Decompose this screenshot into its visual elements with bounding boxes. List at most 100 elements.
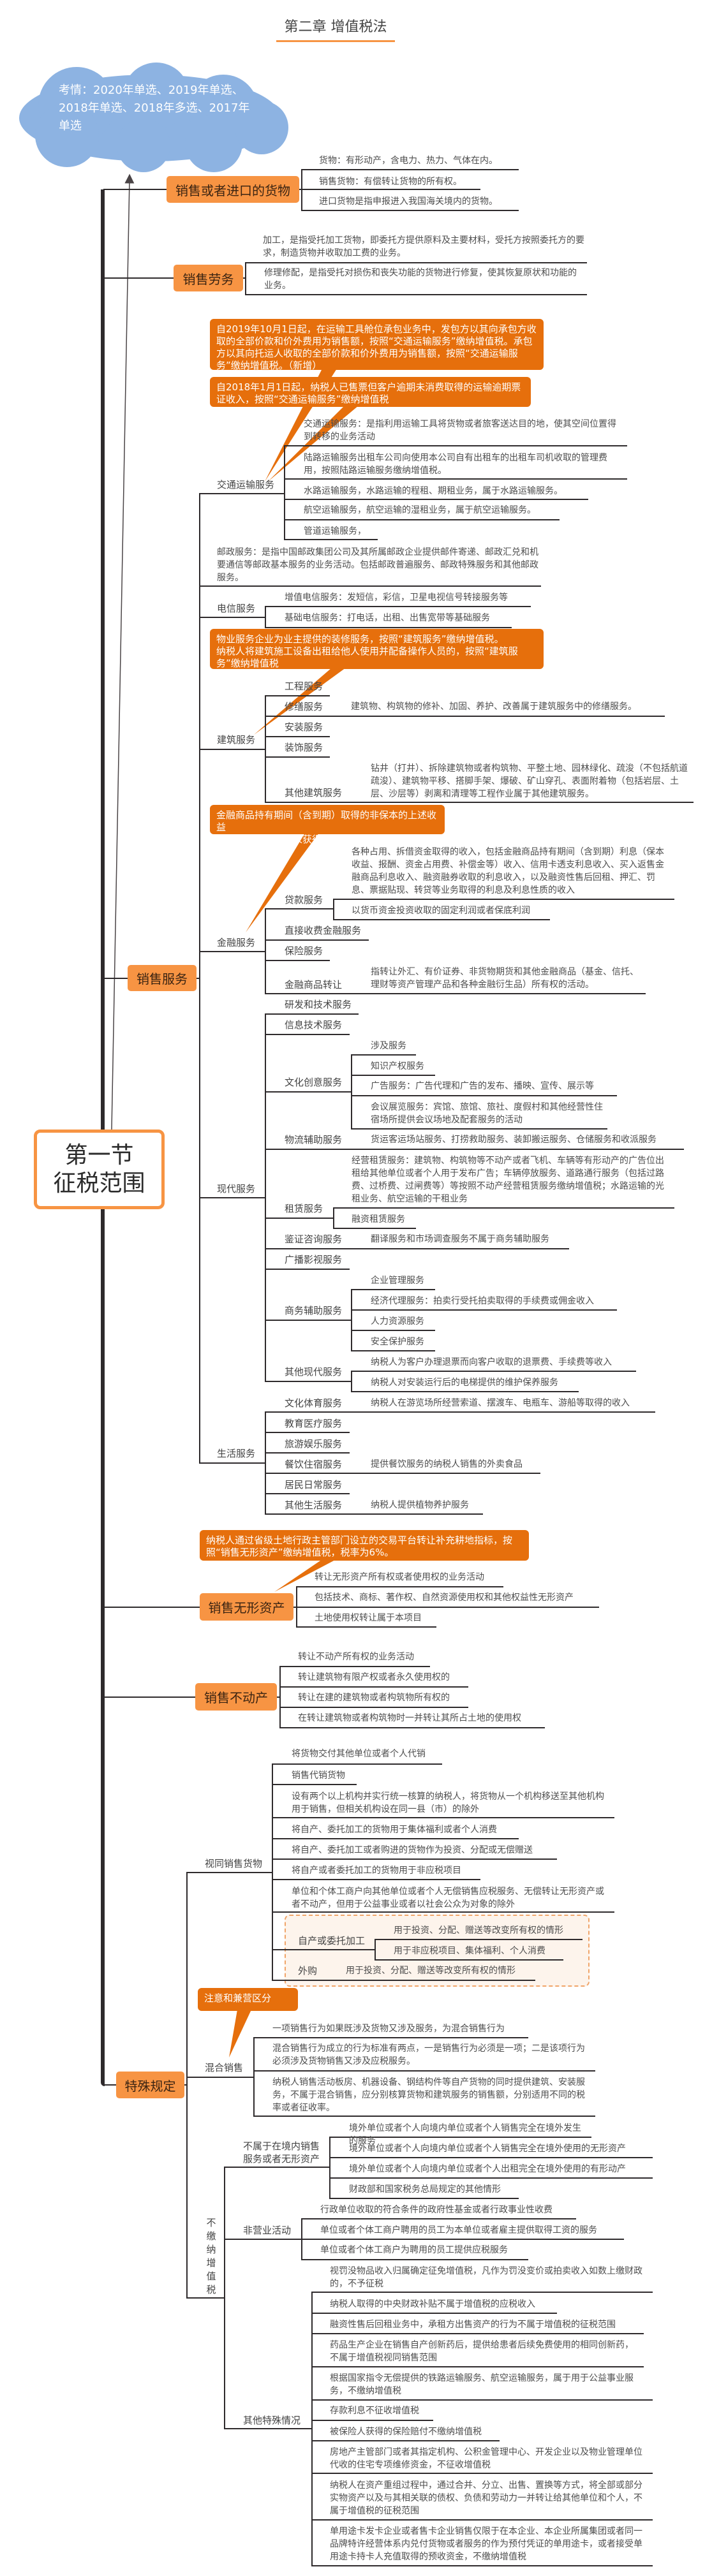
list-item[interactable]: 广告服务：广告代理和广告的发布、播映、宣传、展示等 [371,1081,594,1091]
list-item[interactable]: 销售货物：有偿转让货物的所有权。 [319,177,462,187]
list-item[interactable]: 经营租赁服务：建筑物、构筑物等不动产或者飞机、车辆等有形动产的广告位出租给其他单… [352,1156,664,1204]
node-sales-of-intangibles[interactable]: 销售无形资产 [200,1593,293,1621]
list-item[interactable]: 销售代销货物 [292,1770,345,1781]
category-transport[interactable]: 交通运输服务 [217,479,275,490]
list-item[interactable]: 单位或者个体工商户聘用的员工为本单位或者雇主提供取得工资的服务 [320,2225,597,2235]
list-item[interactable]: 修理修配，是指受托对损伤和丧失功能的货物进行修复，使其恢复原状和功能的业务。 [264,268,577,291]
list-item[interactable]: 纳税人在资产重组过程中，通过合并、分立、出售、置换等方式，将全部或部分实物资产以… [330,2480,642,2516]
list-item[interactable]: 境外单位或者个人向境内单位或者个人销售完全在境外使用的无形资产 [349,2144,626,2154]
list-item[interactable]: 纳税人取得的中央财政补贴不属于增值税的应税收入 [330,2299,535,2309]
list-item[interactable]: 单用途卡发卡企业或者售卡企业销售仅限于在本企业、本企业所属集团或者同一品牌特许经… [330,2526,642,2562]
item-description[interactable]: 指转让外汇、有价证券、非货物期货和其他金融商品（基金、信托、理财等资产管理产品和… [371,967,639,990]
list-item[interactable]: 以货币资金投资收取的固定利润或者保底利润 [352,906,530,916]
category-telecom[interactable]: 电信服务 [217,603,256,614]
list-item[interactable]: 信息技术服务 [285,1019,343,1031]
category-deemed-sales[interactable]: 视同销售货物 [205,1858,263,1869]
node-sales-of-goods[interactable]: 销售或者进口的货物 [167,176,299,203]
list-item[interactable]: 管道运输服务， [304,526,366,536]
list-item[interactable]: 航空运输服务，航空运输的湿租业务，属于航空运输服务。 [304,505,536,515]
list-item[interactable]: 租赁服务 [285,1203,323,1214]
list-item[interactable]: 物流辅助服务 [285,1134,343,1145]
category-modern[interactable]: 现代服务 [217,1183,256,1195]
list-item[interactable]: 视罚没物品收入归属确定征免增值税，凡作为罚没变价或拍卖收入如数上缴财政的，不予征… [330,2266,642,2289]
list-item[interactable]: 知识产权服务 [371,1061,424,1071]
list-item[interactable]: 将货物交付其他单位或者个人代销 [292,1749,426,1759]
list-item[interactable]: 水路运输服务，水路运输的程租、期租业务，属于水路运输服务。 [304,486,563,496]
list-item[interactable]: 外购 [298,1965,318,1976]
list-item[interactable]: 旅游娱乐服务 [285,1438,343,1450]
list-item[interactable]: 融资租赁服务 [352,1214,405,1225]
list-item[interactable]: 直接收费金融服务 [285,925,362,936]
list-item[interactable]: 基础电信服务：打电话，出租、出售宽带等基础服务 [285,613,490,623]
list-item[interactable]: 餐饮住宿服务 [285,1459,343,1470]
list-item[interactable]: 研发和技术服务 [285,999,352,1010]
item-description[interactable]: 纳税人提供植物养护服务 [371,1500,469,1510]
item-description[interactable]: 纳税人在游览场所经营索道、摆渡车、电瓶车、游船等取得的收入 [371,1398,630,1408]
category-other-special[interactable]: 其他特殊情况 [243,2415,301,2426]
category-non-business[interactable]: 非营业活动 [243,2225,292,2236]
list-item[interactable]: 融资性售后回租业务中，承租方出售资产的行为不属于增值税的征税范围 [330,2320,616,2330]
list-item[interactable]: 根据国家指令无偿提供的铁路运输服务、航空运输服务，属于用于公益事业服务，不缴纳增… [330,2373,634,2396]
list-item[interactable]: 房地产主管部门或者其指定机构、公积金管理中心、开发企业以及物业管理单位代收的住宅… [330,2447,642,2470]
list-item[interactable]: 加工，是指受托加工货物，即委托方提供原料及主要材料，受托方按照委托方的要求，制造… [263,235,584,258]
list-item[interactable]: 文化体育服务 [285,1397,343,1409]
list-item[interactable]: 用于非应税项目、集体福利、个人消费 [394,1946,545,1956]
list-item[interactable]: 涉及服务 [371,1041,406,1051]
list-item[interactable]: 广播影视服务 [285,1254,343,1265]
list-item[interactable]: 转让不动产所有权的业务活动 [298,1652,414,1662]
list-item[interactable]: 土地使用权转让属于本项目 [315,1613,422,1623]
list-item[interactable]: 转让无形资产所有权或者使用权的业务活动 [315,1572,484,1582]
list-item[interactable]: 保险服务 [285,945,323,957]
list-item[interactable]: 鉴证咨询服务 [285,1233,343,1245]
item-description[interactable]: 建筑物、构筑物的修补、加固、养护、改善属于建筑服务中的修缮服务。 [351,702,637,712]
item-description[interactable]: 翻译服务和市场调查服务不属于商务辅助服务 [371,1234,549,1244]
list-item[interactable]: 其他生活服务 [285,1499,343,1511]
list-item[interactable]: 各种占用、拆借资金取得的收入，包括金融商品持有期间（含到期）利息（保本收益、报酬… [352,847,664,895]
list-item[interactable]: 其他建筑服务 [285,787,343,799]
list-item[interactable]: 单位和个体工商户向其他单位或者个人无偿销售应税服务、无偿转让无形资产或者不动产，… [292,1887,604,1910]
list-item[interactable]: 一项销售行为如果既涉及货物又涉及服务，为混合销售行为 [272,2024,505,2034]
list-item[interactable]: 贷款服务 [285,894,323,906]
list-item[interactable]: 纳税人销售活动板房、机器设备、钢结构件等自产货物的同时提供建筑、安装服务，不属于… [272,2077,585,2113]
item-description[interactable]: 钻井（打井）、拆除建筑物或者构筑物、平整土地、园林绿化、疏浚（不包括航道疏浚）、… [371,763,688,799]
category-mixed-sales[interactable]: 混合销售 [205,2062,244,2073]
list-item[interactable]: 境外单位或者个人向境内单位或者个人销售完全在境外发生的服务 [349,2123,581,2146]
list-item[interactable]: 自产或委托加工 [298,1935,366,1947]
list-item[interactable]: 人力资源服务 [371,1316,424,1327]
list-item[interactable]: 交通运输服务：是指利用运输工具将货物或者旅客送达目的地，使其空间位置得到转移的业… [304,419,616,442]
list-item[interactable]: 设有两个以上机构并实行统一核算的纳税人，将货物从一个机构移送至其他机构用于销售，… [292,1792,604,1814]
list-item[interactable]: 包括技术、商标、著作权、自然资源使用权和其他权益性无形资产 [315,1593,574,1603]
list-item[interactable]: 在转让建筑物或者构筑物时一并转让其所占土地的使用权 [298,1713,521,1723]
category-finance[interactable]: 金融服务 [217,937,256,948]
list-item[interactable]: 其他现代服务 [285,1366,343,1378]
category-construction[interactable]: 建筑服务 [217,734,256,746]
list-item[interactable]: 将自产、委托加工或者购进的货物作为投资、分配或无偿赠送 [292,1845,533,1855]
item-description[interactable]: 用于投资、分配、赠送等改变所有权的情形 [346,1966,516,1976]
list-item[interactable]: 将自产、委托加工的货物用于集体福利或者个人消费 [292,1825,497,1835]
list-item[interactable]: 经济代理服务：拍卖行受托拍卖取得的手续费或佣金收入 [371,1296,594,1306]
list-item[interactable]: 工程服务 [285,681,323,692]
list-item[interactable]: 转让建筑物有限产权或者永久使用权的 [298,1672,450,1682]
category-postal[interactable]: 邮政服务：是指中国邮政集团公司及其所属邮政企业提供邮件寄递、邮政汇兑和机要通信等… [217,547,538,583]
list-item[interactable]: 教育医疗服务 [285,1418,343,1429]
list-item[interactable]: 会议展览服务：宾馆、旅馆、旅社、度假村和其他经营性住宿场所提供会议场地及配套服务… [371,1102,603,1125]
list-item[interactable]: 装饰服务 [285,742,323,753]
list-item[interactable]: 药品生产企业在销售自产创新药后，提供给患者后续免费使用的相同创新药，不属于增值税… [330,2340,634,2363]
list-item[interactable]: 用于投资、分配、赠送等改变所有权的情形 [394,1925,563,1936]
list-item[interactable]: 纳税人为客户办理退票而向客户收取的退票费、手续费等收入 [371,1357,612,1367]
list-item[interactable]: 境外单位或者个人向境内单位或者个人出租完全在境外使用的有形动产 [349,2164,626,2174]
item-description[interactable]: 货运客运场站服务、打捞救助服务、装卸搬运服务、仓储服务和收派服务 [371,1135,657,1145]
list-item[interactable]: 居民日常服务 [285,1479,343,1490]
item-description[interactable]: 提供餐饮服务的纳税人销售的外卖食品 [371,1459,523,1469]
list-item[interactable]: 金融商品转让 [285,979,343,990]
node-sales-of-labor[interactable]: 销售劳务 [174,265,243,291]
list-item[interactable]: 财政部和国家税务总局规定的其他情形 [349,2184,501,2195]
list-item[interactable]: 行政单位收取的符合条件的政府性基金或者行政事业性收费 [320,2205,553,2215]
list-item[interactable]: 安全保护服务 [371,1337,424,1347]
list-item[interactable]: 陆路运输服务出租车公司向使用本公司自有出租车的出租车司机收取的管理费用，按照陆路… [304,453,607,476]
node-special-rules[interactable]: 特殊规定 [116,2072,184,2098]
list-item[interactable]: 纳税人对安装运行后的电梯提供的维护保养服务 [371,1378,558,1388]
category-life[interactable]: 生活服务 [217,1448,256,1459]
list-item[interactable]: 单位或者个体工商户为聘用的员工提供应税服务 [320,2245,508,2255]
list-item[interactable]: 混合销售行为成立的行为标准有两点，一是销售行为必须是一项；二是该项行为必须涉及货… [272,2043,585,2066]
